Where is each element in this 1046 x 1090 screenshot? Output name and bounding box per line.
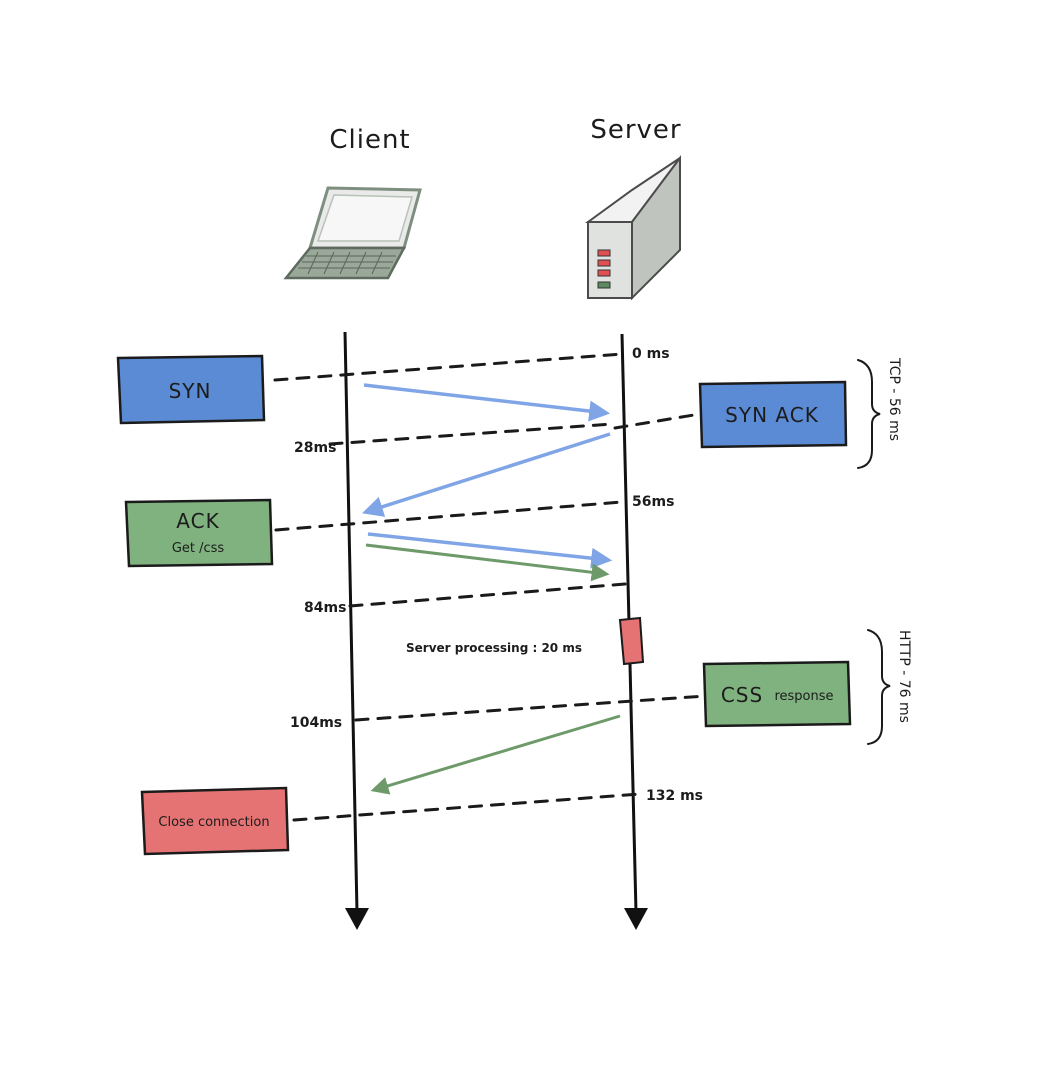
- server-processing-note: Server processing : 20 ms: [406, 641, 582, 655]
- get-css-arrow: [365, 543, 610, 582]
- server-title: Server: [590, 115, 681, 145]
- syn-arrow: [363, 383, 611, 422]
- css-label: CSS: [721, 683, 763, 707]
- tcp-brace-label: TCP - 56 ms: [886, 357, 902, 441]
- syn-ack-box: SYN ACK: [698, 380, 848, 449]
- syn-ack-label: SYN ACK: [725, 403, 819, 427]
- ack-label: ACK: [176, 509, 219, 533]
- tcp-brace: TCP - 56 ms: [857, 357, 902, 469]
- css-response-arrow: [370, 714, 621, 795]
- client-lifeline: [343, 331, 369, 930]
- time-dashes: [273, 352, 708, 822]
- time-56ms: 56ms: [632, 494, 674, 510]
- client-title: Client: [329, 125, 410, 155]
- time-28ms: 28ms: [294, 440, 336, 456]
- http-brace-label: HTTP - 76 ms: [896, 630, 912, 723]
- time-132ms: 132 ms: [646, 788, 703, 804]
- get-css-label: Get /css: [172, 541, 225, 556]
- time-104ms: 104ms: [290, 715, 342, 731]
- time-84ms: 84ms: [304, 600, 346, 616]
- server-icon: [584, 155, 681, 301]
- response-label: response: [774, 689, 833, 704]
- ack-box: ACK Get /css: [124, 498, 274, 568]
- close-connection-box: Close connection: [140, 786, 290, 856]
- syn-ack-arrow: [361, 432, 611, 517]
- css-response-box: CSS response: [702, 660, 852, 728]
- http-brace: HTTP - 76 ms: [867, 629, 912, 745]
- ack-arrow: [367, 532, 613, 569]
- close-connection-label: Close connection: [158, 815, 269, 830]
- syn-box: SYN: [116, 354, 266, 425]
- laptop-icon: [283, 186, 422, 280]
- time-0ms: 0 ms: [632, 346, 670, 362]
- server-processing-block: [618, 616, 645, 666]
- syn-label: SYN: [169, 379, 212, 403]
